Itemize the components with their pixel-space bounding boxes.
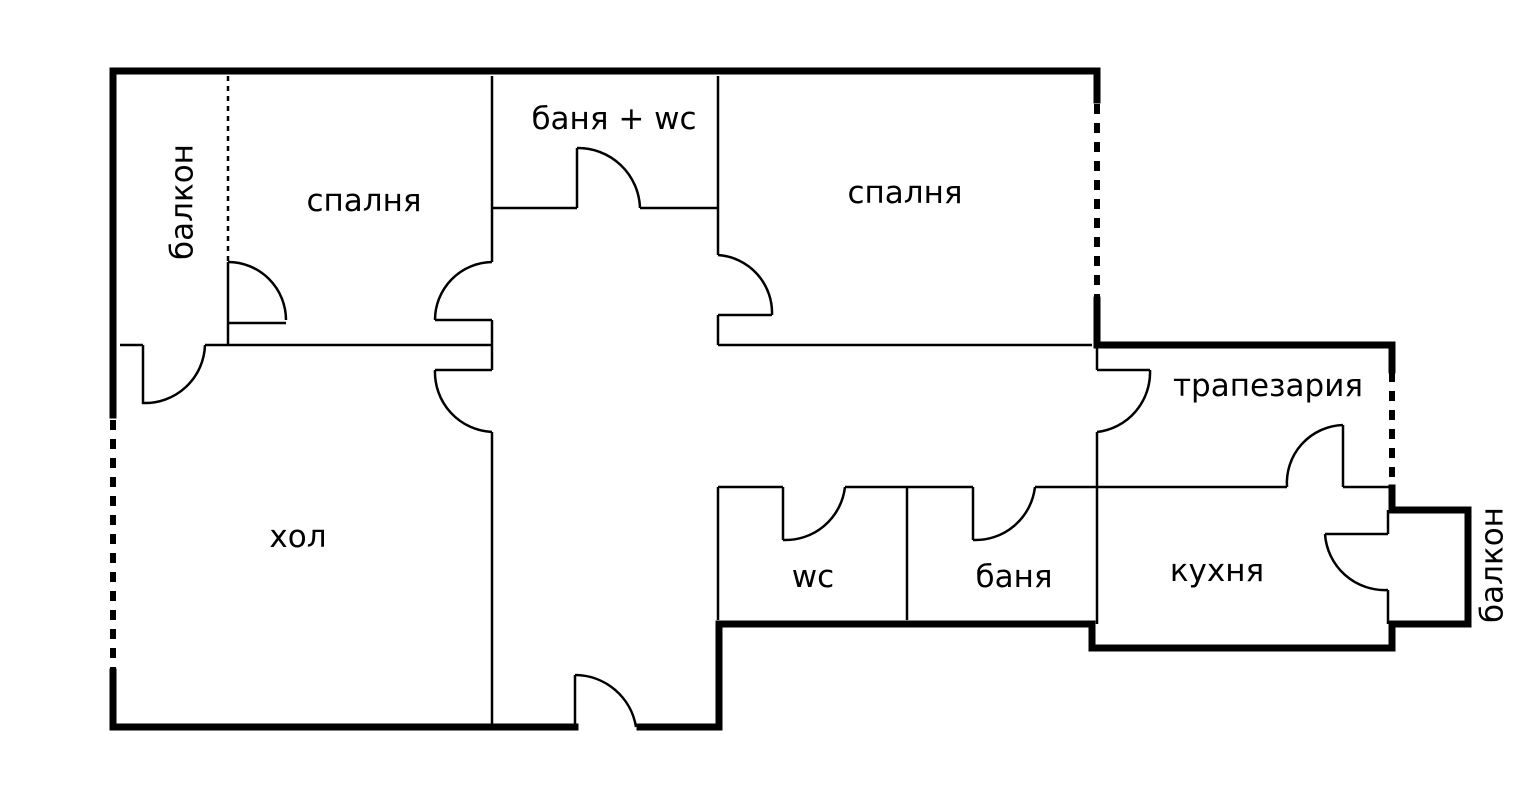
door-kitchen [1285, 423, 1344, 488]
windows [110, 76, 1395, 670]
door-bedroom-left [433, 260, 493, 321]
door-balcony-left [227, 260, 288, 321]
label-bedroom-right: спалня [847, 175, 962, 211]
label-bathroom-wc: баня + wc [531, 101, 696, 137]
door-bathroom [972, 486, 1037, 542]
door-balcony-right [1323, 533, 1389, 592]
label-balcony-right: балкон [1475, 507, 1511, 623]
label-living: хол [269, 519, 326, 555]
door-entrance [574, 673, 638, 728]
label-bedroom-left: спалня [306, 183, 421, 219]
door-living-balcony [141, 344, 207, 405]
exterior-walls [109, 67, 1472, 731]
label-dining: трапезария [1173, 368, 1363, 404]
room-labels: балкон спалня баня + wc спалня хол трапе… [165, 101, 1511, 623]
door-dining [1096, 369, 1152, 434]
label-wc: wc [792, 559, 834, 595]
doors [141, 146, 1389, 728]
door-wc [782, 486, 847, 542]
door-bathroom-wc [576, 146, 642, 209]
door-living [433, 369, 493, 434]
interior-walls [120, 76, 1392, 724]
label-bathroom: баня [975, 559, 1052, 595]
label-balcony-left: балкон [165, 144, 201, 260]
label-kitchen: кухня [1170, 553, 1264, 589]
door-bedroom-right [717, 253, 774, 316]
